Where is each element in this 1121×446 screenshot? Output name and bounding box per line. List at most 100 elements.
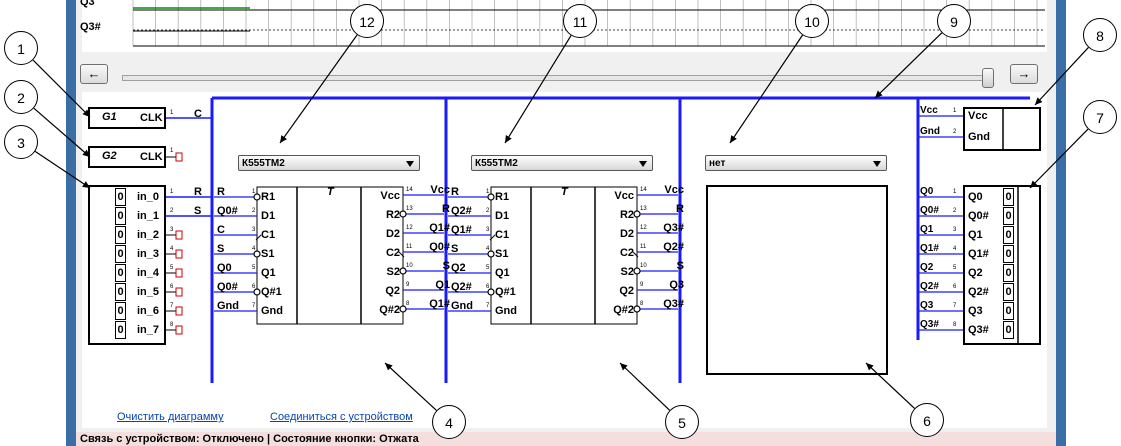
net-label: Q2# bbox=[451, 205, 472, 217]
signal-label: Q3 bbox=[80, 0, 95, 8]
input-bit-toggle[interactable]: 0 bbox=[115, 302, 126, 320]
net-label: Q1 bbox=[435, 279, 450, 291]
input-bit-toggle[interactable]: 0 bbox=[115, 188, 126, 206]
chip-pin-label: Vcc bbox=[380, 190, 400, 202]
callout-leader bbox=[279, 34, 358, 144]
pin-number: 3 bbox=[486, 227, 490, 233]
inversion-bubble bbox=[399, 305, 407, 313]
clear-diagram-link[interactable]: Очистить диаграмму bbox=[117, 411, 224, 423]
input-bit-toggle[interactable]: 0 bbox=[115, 264, 126, 282]
callout-leader bbox=[729, 34, 804, 144]
callout-leader bbox=[865, 362, 915, 409]
pin-number: 1 bbox=[953, 108, 957, 114]
unconnected-pin-marker[interactable] bbox=[175, 230, 183, 240]
input-bit-toggle[interactable]: 0 bbox=[115, 245, 126, 263]
scroll-left-button[interactable]: ← bbox=[80, 64, 108, 84]
chip1-select[interactable]: К555ТМ2 bbox=[238, 155, 420, 171]
unconnected-pin-marker[interactable] bbox=[175, 287, 183, 297]
unconnected-pin-marker[interactable] bbox=[175, 306, 183, 316]
chevron-down-icon bbox=[873, 161, 881, 167]
chip-pin-label: Vcc bbox=[614, 190, 634, 202]
pin-number: 6 bbox=[486, 284, 490, 290]
generator-g1[interactable]: G1 CLK bbox=[88, 107, 166, 129]
unconnected-pin-marker[interactable] bbox=[175, 152, 183, 162]
pin-number: 4 bbox=[953, 246, 957, 252]
chip3-select[interactable]: нет bbox=[705, 155, 887, 171]
net-label: Q3 bbox=[920, 300, 934, 311]
unconnected-pin-marker[interactable] bbox=[175, 325, 183, 335]
pin-number: 3 bbox=[252, 227, 256, 233]
power-block bbox=[963, 107, 1041, 151]
power-pin-label: Gnd bbox=[968, 131, 990, 143]
pin-number: 6 bbox=[953, 284, 957, 290]
clock-mark bbox=[255, 234, 262, 241]
pin-number: 13 bbox=[640, 206, 647, 212]
chip-pin-label: D1 bbox=[261, 210, 276, 222]
pin-number: 2 bbox=[486, 208, 490, 214]
chip-pin-label: C2 bbox=[385, 247, 400, 259]
chip-pin-label: S2 bbox=[620, 266, 634, 278]
connect-device-link[interactable]: Соединиться с устройством bbox=[270, 411, 413, 423]
chip2-body[interactable] bbox=[490, 186, 638, 325]
net-label: Q1 bbox=[920, 224, 934, 235]
net-label: Q3# bbox=[663, 298, 684, 310]
net-label: S bbox=[217, 243, 225, 255]
net-label: Q3 bbox=[669, 279, 684, 291]
timeline-slider-thumb[interactable] bbox=[982, 68, 994, 88]
inversion-bubble bbox=[487, 288, 495, 296]
inversion-bubble bbox=[253, 193, 261, 201]
net-label: S bbox=[451, 243, 459, 255]
input-bit-toggle[interactable]: 0 bbox=[115, 226, 126, 244]
unconnected-pin-marker[interactable] bbox=[175, 268, 183, 278]
input-bit-toggle[interactable]: 0 bbox=[115, 283, 126, 301]
callout-marker: 1 bbox=[4, 31, 38, 65]
callout-leader bbox=[33, 107, 91, 158]
input-bit-toggle[interactable]: 0 bbox=[115, 321, 126, 339]
inversion-bubble bbox=[487, 193, 495, 201]
net-label: Q0# bbox=[920, 205, 939, 216]
net-label: Vcc bbox=[920, 105, 938, 116]
pin-number: 1 bbox=[170, 189, 174, 195]
pin-number: 10 bbox=[640, 263, 647, 269]
arrowhead-icon bbox=[620, 363, 628, 371]
pin-number: 6 bbox=[170, 284, 174, 290]
callout-marker: 10 bbox=[795, 4, 829, 38]
net-label: R bbox=[442, 203, 450, 215]
generator-g2[interactable]: G2 CLK bbox=[88, 146, 166, 168]
chip1-body[interactable] bbox=[256, 186, 404, 325]
chip-pin-label: R2 bbox=[619, 209, 634, 221]
net-label: C bbox=[217, 224, 225, 236]
net-label: Q2 bbox=[920, 262, 934, 273]
callout-marker: 9 bbox=[937, 4, 971, 38]
scroll-right-button[interactable]: → bbox=[1010, 64, 1038, 84]
pin-number: 1 bbox=[486, 189, 490, 195]
callout-marker: 6 bbox=[910, 403, 944, 437]
input-bit-toggle[interactable]: 0 bbox=[115, 207, 126, 225]
input-label: in_2 bbox=[137, 229, 160, 241]
chip3-empty-slot[interactable] bbox=[706, 185, 888, 375]
output-label: Q1# bbox=[968, 248, 989, 260]
unconnected-pin-marker[interactable] bbox=[175, 249, 183, 259]
pin-number: 5 bbox=[252, 265, 256, 271]
output-bit-indicator: 0 bbox=[1003, 245, 1014, 263]
input-label: in_4 bbox=[137, 267, 160, 279]
net-label: Q0# bbox=[217, 281, 238, 293]
pin-number: 12 bbox=[640, 225, 647, 231]
callout-leader bbox=[619, 362, 671, 411]
chip-pin-label: Q1 bbox=[261, 267, 276, 279]
chip2-select[interactable]: К555ТМ2 bbox=[471, 155, 653, 171]
pin-number: 8 bbox=[640, 301, 644, 307]
output-bit-indicator: 0 bbox=[1003, 283, 1014, 301]
net-label: R bbox=[451, 186, 459, 198]
callout-leader bbox=[384, 362, 437, 411]
chip-pin-label: S2 bbox=[386, 266, 400, 278]
net-label: Q1# bbox=[429, 298, 450, 310]
net-label: Q2 bbox=[451, 262, 466, 274]
input-label: in_0 bbox=[137, 191, 160, 203]
arrowhead-icon bbox=[730, 135, 737, 143]
pin-number: 2 bbox=[953, 129, 957, 135]
chip-pin-label: C2 bbox=[619, 247, 634, 259]
net-label: S bbox=[676, 260, 684, 272]
arrowhead-icon bbox=[866, 363, 874, 371]
